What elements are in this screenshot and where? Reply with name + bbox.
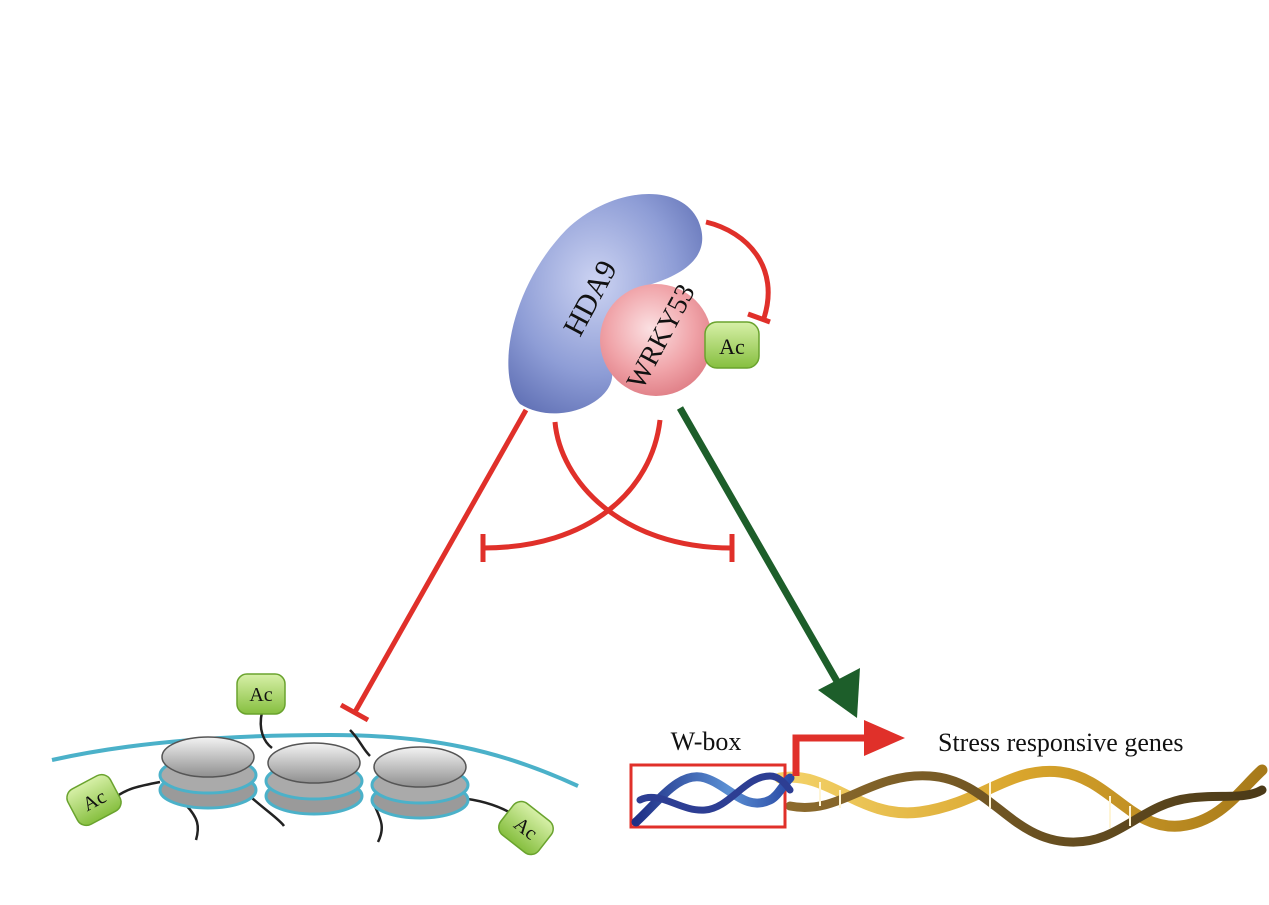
target-genes-label: Stress responsive genes <box>938 728 1184 757</box>
acetyl-tag-label: Ac <box>249 684 272 706</box>
activation-wrky53-to-genes <box>676 406 860 718</box>
wrky53-shape <box>600 284 712 396</box>
acetyl-tag-box <box>704 321 760 369</box>
nucleosome-1 <box>158 736 258 810</box>
acetyl-tag-histone-right: Ac <box>498 800 554 856</box>
inhibition-hda9-to-ac <box>705 219 771 325</box>
transcription-start-arrow <box>792 720 905 776</box>
wbox-strand-b <box>636 772 794 814</box>
acetyl-tag-wrky53: Ac <box>704 321 760 369</box>
activation-arrowhead <box>818 668 860 718</box>
gene-dna-strand-a <box>774 764 1268 832</box>
gene-dna-strand-b <box>785 771 1267 847</box>
nucleosome-2 <box>264 742 364 816</box>
chromatin: Ac Ac Ac <box>51 673 579 856</box>
mutual-inhibition-arcs <box>480 419 735 562</box>
arc-hda9-side <box>552 421 733 551</box>
dna-linker <box>51 732 579 788</box>
gene-dna-base-pairs <box>819 782 1131 828</box>
wrky53-protein: WRKY53 <box>600 279 712 396</box>
acetyl-tag-histone-left: Ac <box>66 773 122 827</box>
nucleosome-3 <box>370 746 470 820</box>
wbox-frame <box>629 763 787 829</box>
hda9-shape <box>508 194 703 414</box>
inhibition-hda9-to-chromatin <box>339 408 529 723</box>
wbox-region: W-box <box>629 727 795 829</box>
acetyl-tag-histone-top: Ac <box>236 673 286 715</box>
target-gene-dna: W-box Stress responsive genes <box>629 720 1268 847</box>
acetyl-tag-label: Ac <box>719 334 745 359</box>
wbox-label: W-box <box>671 727 742 756</box>
arc-wrky53-side <box>482 419 663 551</box>
